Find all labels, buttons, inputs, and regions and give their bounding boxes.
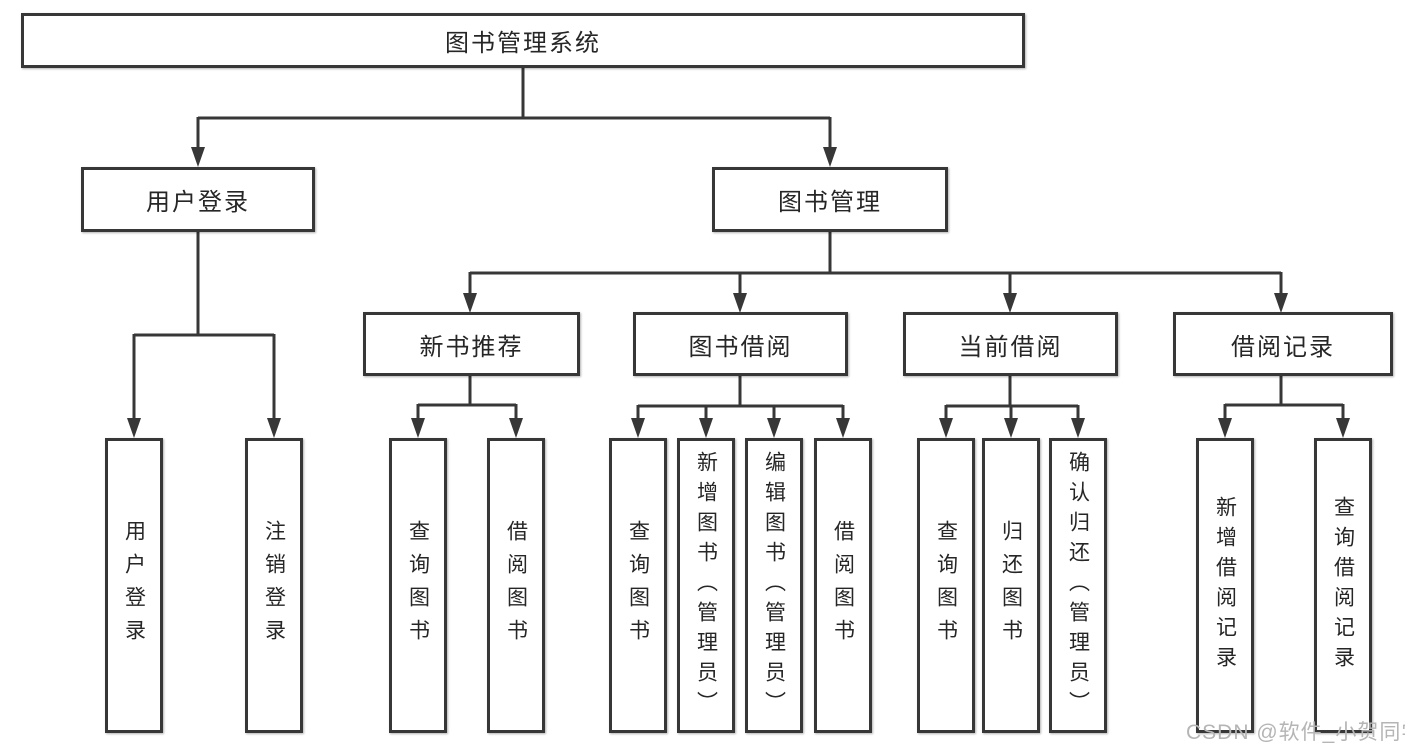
node-borrowing-records: 借阅记录	[1173, 312, 1393, 376]
node-user-login: 用户登录	[81, 167, 315, 232]
node-new-book-recommendation: 新书推荐	[363, 312, 580, 376]
node-current-borrowing: 当前借阅	[903, 312, 1118, 376]
node-book-management: 图书管理	[712, 167, 948, 232]
leaf-confirm-return-admin: 确认归还（管理员）	[1049, 438, 1107, 733]
csdn-watermark: CSDN @软件_小贺同学	[1186, 721, 1405, 744]
leaf-query-books-borrow: 查询图书	[609, 438, 667, 733]
leaf-query-books-recommend: 查询图书	[389, 438, 447, 733]
leaf-edit-book-admin: 编辑图书（管理员）	[745, 438, 803, 733]
leaf-borrow-books: 借阅图书	[814, 438, 872, 733]
leaf-borrow-books-recommend: 借阅图书	[487, 438, 545, 733]
leaf-add-borrow-record: 新增借阅记录	[1196, 438, 1254, 733]
node-library-management-system: 图书管理系统	[21, 13, 1025, 68]
leaf-logout: 注销登录	[245, 438, 303, 733]
leaf-return-books: 归还图书	[982, 438, 1040, 733]
leaf-user-login: 用户登录	[105, 438, 163, 733]
leaf-add-book-admin: 新增图书（管理员）	[677, 438, 735, 733]
leaf-query-books-current: 查询图书	[917, 438, 975, 733]
node-book-borrowing: 图书借阅	[633, 312, 848, 376]
leaf-query-borrow-record: 查询借阅记录	[1314, 438, 1372, 733]
